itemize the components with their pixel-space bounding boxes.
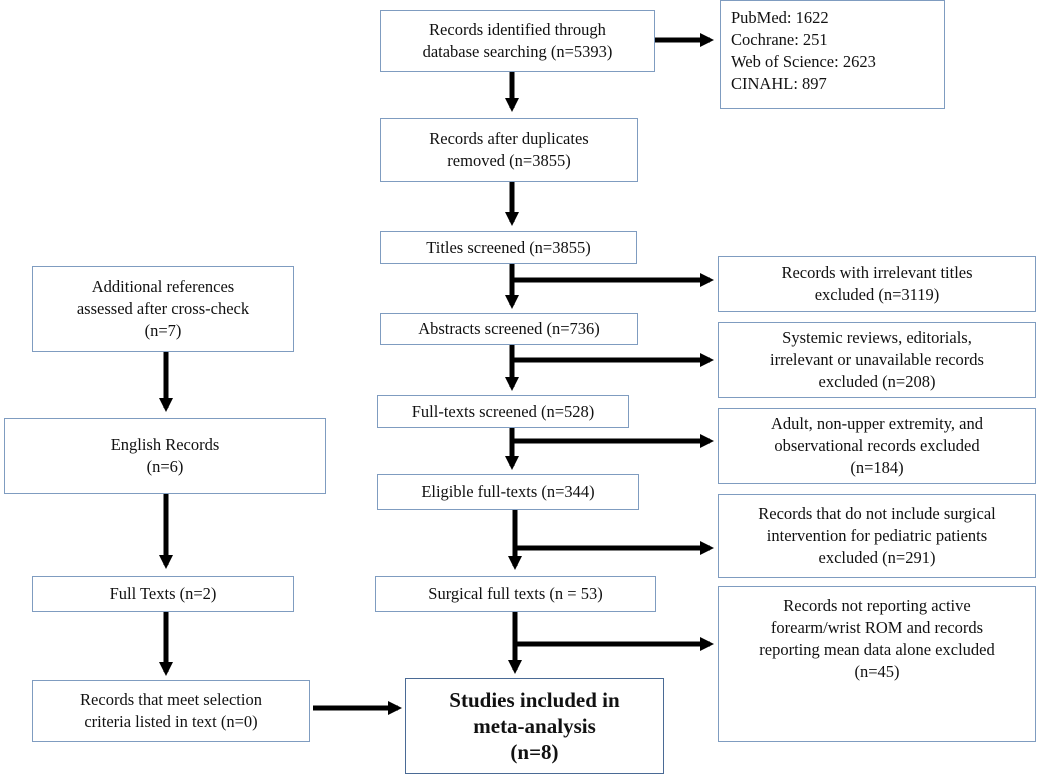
- eligible-excluded-box: Records that do not include surgical int…: [718, 494, 1036, 578]
- abstracts-screened-label: Abstracts screened (n=736): [418, 319, 600, 338]
- titles-excluded-line-1: Records with irrelevant titles: [781, 263, 973, 282]
- surgical-excluded-line-2: forearm/wrist ROM and records: [770, 618, 984, 637]
- duplicates-removed-line-1: Records after duplicates: [429, 129, 589, 148]
- records-identified-line-2: database searching (n=5393): [422, 42, 613, 61]
- fulltexts-excluded-line-1: Adult, non-upper extremity, and: [770, 414, 983, 433]
- duplicates-removed-line-2: removed (n=3855): [447, 151, 571, 170]
- records-identified-line-1: Records identified through: [429, 20, 606, 39]
- surgical-excluded-line-3: reporting mean data alone excluded: [759, 640, 995, 659]
- surgical-excluded-box: Records not reporting active forearm/wri…: [718, 586, 1036, 742]
- database-breakdown-box: PubMed: 1622 Cochrane: 251 Web of Scienc…: [720, 0, 945, 109]
- additional-references-line-1: Additional references: [91, 277, 235, 296]
- fulltexts-excluded-box: Adult, non-upper extremity, and observat…: [718, 408, 1036, 484]
- surgical-fulltexts-box: Surgical full texts (n = 53): [375, 576, 656, 612]
- fulltexts-excluded-line-3: (n=184): [850, 458, 904, 477]
- abstracts-excluded-line-3: excluded (n=208): [818, 372, 936, 391]
- cochrane-count: Cochrane: 251: [731, 30, 828, 49]
- selection-criteria-line-2: criteria listed in text (n=0): [84, 712, 258, 731]
- fulltexts-excluded-line-2: observational records excluded: [774, 436, 980, 455]
- english-records-line-1: English Records: [110, 435, 220, 454]
- english-records-line-2: (n=6): [146, 457, 184, 476]
- surgical-excluded-line-4: (n=45): [854, 662, 900, 681]
- additional-references-line-3: (n=7): [144, 321, 182, 340]
- titles-excluded-box: Records with irrelevant titles excluded …: [718, 256, 1036, 312]
- fulltexts-screened-label: Full-texts screened (n=528): [411, 401, 595, 421]
- records-identified-box: Records identified through database sear…: [380, 10, 655, 72]
- cinahl-count: CINAHL: 897: [731, 74, 827, 93]
- selection-criteria-line-1: Records that meet selection: [80, 690, 262, 709]
- eligible-excluded-line-1: Records that do not include surgical: [758, 504, 996, 523]
- abstracts-excluded-line-2: irrelevant or unavailable records: [770, 350, 984, 369]
- additional-references-line-2: assessed after cross-check: [76, 299, 250, 318]
- abstracts-excluded-box: Systemic reviews, editorials, irrelevant…: [718, 322, 1036, 398]
- additional-references-box: Additional references assessed after cro…: [32, 266, 294, 352]
- eligible-excluded-line-3: excluded (n=291): [818, 548, 936, 567]
- full-texts-left-box: Full Texts (n=2): [32, 576, 294, 612]
- studies-included-line-3: (n=8): [510, 740, 559, 764]
- full-texts-left-label: Full Texts (n=2): [109, 584, 217, 603]
- duplicates-removed-box: Records after duplicates removed (n=3855…: [380, 118, 638, 182]
- pubmed-count: PubMed: 1622: [731, 8, 829, 27]
- eligible-fulltexts-box: Eligible full-texts (n=344): [377, 474, 639, 510]
- fulltexts-screened-box: Full-texts screened (n=528): [377, 395, 629, 428]
- selection-criteria-box: Records that meet selection criteria lis…: [32, 680, 310, 742]
- studies-included-box: Studies included in meta-analysis (n=8): [405, 678, 664, 774]
- eligible-fulltexts-label: Eligible full-texts (n=344): [421, 482, 595, 501]
- studies-included-line-1: Studies included in: [449, 688, 620, 712]
- surgical-fulltexts-label: Surgical full texts (n = 53): [428, 584, 603, 603]
- surgical-excluded-line-1: Records not reporting active: [783, 596, 971, 615]
- english-records-box: English Records (n=6): [4, 418, 326, 494]
- titles-excluded-line-2: excluded (n=3119): [814, 285, 940, 304]
- titles-screened-box: Titles screened (n=3855): [380, 231, 637, 264]
- studies-included-line-2: meta-analysis: [473, 714, 596, 738]
- eligible-excluded-line-2: intervention for pediatric patients: [766, 526, 988, 545]
- abstracts-excluded-line-1: Systemic reviews, editorials,: [782, 328, 972, 347]
- abstracts-screened-box: Abstracts screened (n=736): [380, 313, 638, 345]
- web-of-science-count: Web of Science: 2623: [731, 52, 876, 71]
- titles-screened-label: Titles screened (n=3855): [426, 237, 591, 257]
